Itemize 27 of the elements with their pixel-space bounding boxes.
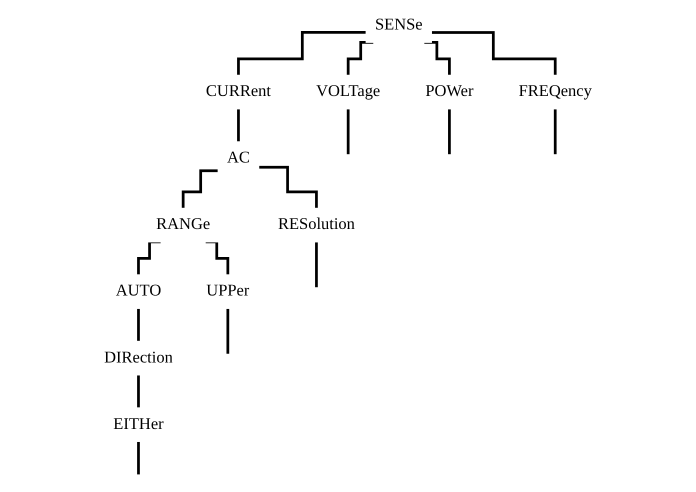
connector [237, 30, 366, 77]
connector [554, 107, 557, 156]
connector [137, 374, 140, 410]
connector [315, 240, 318, 289]
node-text: UPPer [206, 282, 250, 300]
node-text: EITHer [113, 416, 164, 434]
connector [137, 240, 161, 276]
connector [431, 31, 557, 77]
connector [206, 240, 230, 276]
connector [237, 107, 240, 144]
node-text: VOLTage [316, 83, 380, 101]
connector [424, 40, 451, 77]
connector [258, 166, 318, 210]
connector [137, 307, 140, 343]
connector [448, 107, 451, 156]
node-text: CURRent [206, 83, 271, 101]
connector [346, 40, 374, 77]
connector [346, 107, 350, 156]
node-text: RESolution [278, 216, 355, 234]
node-text: AC [226, 150, 250, 168]
connector [182, 169, 218, 210]
connector [226, 307, 230, 356]
connector [137, 440, 140, 476]
node-text: POWer [425, 83, 474, 101]
node-text: AUTO [116, 282, 162, 300]
node-text: FREQency [518, 83, 592, 101]
node-text: DIRection [104, 349, 173, 367]
